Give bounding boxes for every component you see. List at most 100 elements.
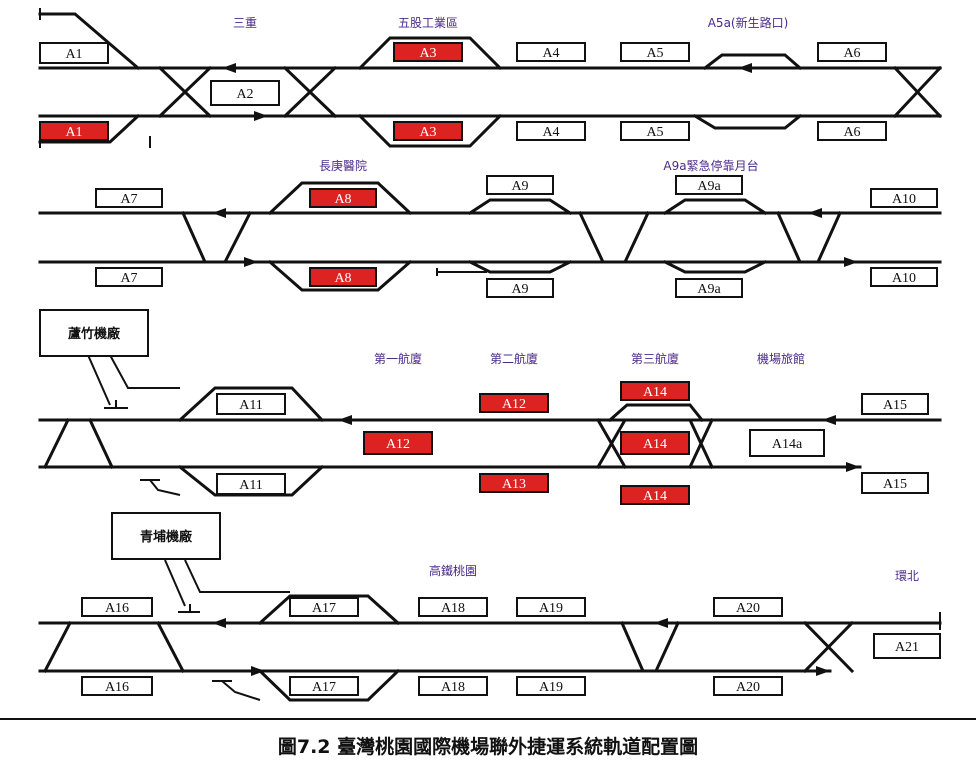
platform-A3-upper (393, 42, 463, 62)
crossover (802, 620, 855, 674)
depot-qingpu (111, 512, 221, 560)
platform-label: A5 (646, 46, 663, 61)
depot-lead (212, 680, 261, 701)
platform-A6-lower (817, 121, 887, 141)
platform-label: A14 (643, 437, 667, 452)
platform-A12-upper (479, 393, 549, 413)
platform-label: A19 (539, 601, 563, 616)
platform-A15-lower (861, 472, 929, 494)
siding (257, 594, 401, 626)
platform-label: A2 (236, 87, 253, 102)
platform-A21 (873, 633, 941, 659)
platform-label: A9a (697, 179, 721, 194)
siding (595, 417, 714, 470)
platform-label: A7 (120, 271, 137, 286)
track-end (436, 268, 487, 276)
platform-A8-upper (309, 188, 377, 208)
figure-caption: 圖7.2 臺灣桃園國際機場聯外捷運系統軌道配置圖 (277, 736, 699, 758)
station-name-t2: 第二航廈 (490, 351, 538, 366)
platform-A10-upper (870, 188, 938, 208)
platform-A9-upper (486, 175, 554, 195)
platform-label: A12 (502, 397, 526, 412)
platform-label: A4 (542, 125, 559, 140)
platform-A18-lower (418, 676, 488, 696)
platform-label: A21 (895, 640, 919, 655)
siding (177, 386, 325, 423)
direction-arrow (816, 666, 830, 676)
platform-label: A8 (334, 192, 351, 207)
track-end (178, 604, 200, 613)
track-layout-diagram: A1 A1 A2 A3 A3 A4 A4 A5 A5 A6 A6 三重 五股工業… (38, 8, 943, 702)
section-2: A7 A7 A8 A8 A9 A9 A9a A9a A10 A10 長庚醫院 A… (38, 158, 942, 298)
station-name-wugu: 五股工業區 (398, 16, 458, 30)
platform-label: A6 (843, 46, 860, 61)
siding (357, 36, 503, 71)
direction-arrow (212, 208, 226, 218)
direction-arrow (251, 666, 265, 676)
direction-arrow (822, 415, 836, 425)
platform-label: A6 (843, 125, 860, 140)
section-1: A1 A1 A2 A3 A3 A4 A4 A5 A5 A6 A6 三重 五股工業… (38, 8, 943, 148)
track (38, 113, 141, 144)
platform-label: A9 (511, 179, 528, 194)
station-name-a5a: A5a(新生路口) (708, 15, 789, 30)
platform-label: A10 (892, 271, 916, 286)
platform-A4-upper (516, 42, 586, 62)
platform-A19-upper (516, 597, 586, 617)
station-name-a9a: A9a緊急停靠月台 (663, 158, 758, 173)
station-name-hsr: 高鐵桃園 (429, 563, 477, 578)
platform-label: A3 (419, 46, 436, 61)
crossover (892, 65, 943, 119)
platform-label: A13 (502, 477, 526, 492)
direction-arrow (212, 618, 226, 628)
platform-A7-lower (95, 267, 163, 287)
platform-label: A17 (312, 601, 336, 616)
direction-arrow (338, 415, 352, 425)
platform-A13 (479, 473, 549, 493)
platform-A14a (749, 429, 825, 457)
depot-lead (164, 559, 290, 607)
platform-A1-upper (39, 42, 109, 64)
platform-label: A15 (883, 398, 907, 413)
platform-label: A12 (386, 437, 410, 452)
platform-A9a-lower (675, 278, 743, 298)
platform-A8-lower (309, 267, 377, 287)
platform-A7-upper (95, 188, 163, 208)
depot-lead (87, 354, 180, 406)
platform-label: A10 (892, 192, 916, 207)
platform-A1-lower (39, 121, 109, 141)
platform-label: A20 (736, 601, 760, 616)
station-name-changgung: 長庚醫院 (319, 158, 367, 173)
depot-lead (140, 479, 181, 496)
platform-A9-lower (486, 278, 554, 298)
crossover (42, 417, 114, 470)
platform-label: A11 (239, 398, 263, 413)
track (38, 12, 141, 71)
platform-label: A9 (511, 282, 528, 297)
platform-label: A19 (539, 680, 563, 695)
platform-A15-upper (861, 393, 929, 415)
platform-label: A4 (542, 46, 559, 61)
caption-divider (0, 718, 976, 720)
direction-arrow (254, 111, 268, 121)
platform-label: A3 (419, 125, 436, 140)
platform-A3-lower (393, 121, 463, 141)
platform-label: A7 (120, 192, 137, 207)
direction-arrow (738, 63, 752, 73)
platform-label: A15 (883, 477, 907, 492)
platform-A11-upper (216, 393, 286, 415)
siding (692, 113, 803, 130)
platform-A9a-upper (675, 175, 743, 195)
crossover (776, 211, 842, 264)
platform-A17-upper (289, 597, 359, 617)
platform-label: A11 (239, 478, 263, 493)
platform-A19-lower (516, 676, 586, 696)
platform-label: A16 (105, 680, 129, 695)
platform-A10-lower (870, 267, 938, 287)
platform-A11-lower (216, 473, 286, 495)
platform-A16-lower (81, 676, 153, 696)
platform-label: A20 (736, 680, 760, 695)
direction-arrow (222, 63, 236, 73)
platform-label: A17 (312, 680, 336, 695)
direction-arrow (846, 462, 860, 472)
